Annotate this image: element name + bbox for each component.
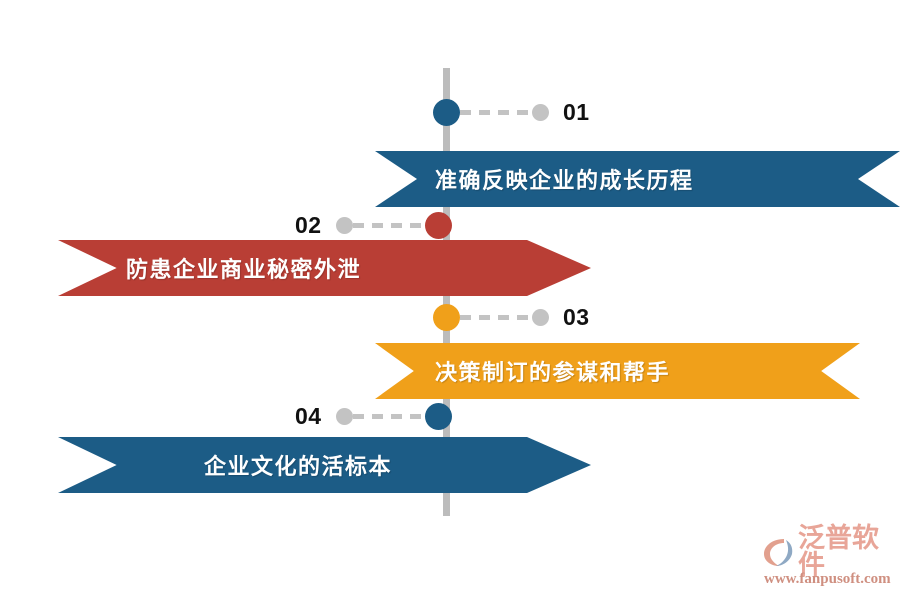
timeline-node-03	[433, 303, 460, 331]
banner-step-03[interactable]: 决策制订的参谋和帮手	[375, 343, 860, 399]
banner-step-04[interactable]: 企业文化的活标本	[58, 437, 591, 493]
end-dot-01	[532, 103, 549, 121]
connector-01: 01	[433, 98, 590, 126]
logo-brand-text: 泛普软件	[798, 523, 879, 581]
logo-top-row: 泛普软件	[762, 525, 892, 579]
timeline-node-01	[433, 98, 460, 126]
step-number-02: 02	[295, 211, 322, 238]
step-number-01: 01	[563, 98, 590, 125]
logo-url-text: www.fanpusoft.com	[764, 571, 891, 587]
connector-04: 04	[295, 402, 452, 430]
banner-step-01[interactable]: 准确反映企业的成长历程	[375, 151, 900, 207]
end-dot-03	[532, 308, 549, 326]
end-dot-04	[335, 407, 353, 425]
banner-label-04: 企业文化的活标本	[204, 454, 393, 479]
step-number-04: 04	[295, 402, 322, 429]
banner-label-03: 决策制订的参谋和帮手	[435, 360, 671, 385]
banner-label-02: 防患企业商业秘密外泄	[126, 257, 362, 282]
dashed-connector-03	[460, 314, 532, 320]
banner-label-01: 准确反映企业的成长历程	[435, 168, 694, 193]
dashed-connector-01	[460, 109, 532, 115]
dashed-connector-02	[352, 222, 425, 228]
step-number-03: 03	[563, 303, 590, 330]
dashed-connector-04	[352, 413, 425, 419]
watermark-logo: 泛普软件 www.fanpusoft.com	[762, 525, 892, 590]
connector-02: 02	[295, 211, 452, 239]
banner-step-02[interactable]: 防患企业商业秘密外泄	[58, 240, 591, 296]
end-dot-02	[335, 216, 353, 234]
connector-03: 03	[433, 303, 590, 331]
timeline-node-02	[424, 211, 452, 239]
timeline-node-04	[424, 402, 452, 430]
fanpu-logo-icon	[764, 539, 793, 566]
